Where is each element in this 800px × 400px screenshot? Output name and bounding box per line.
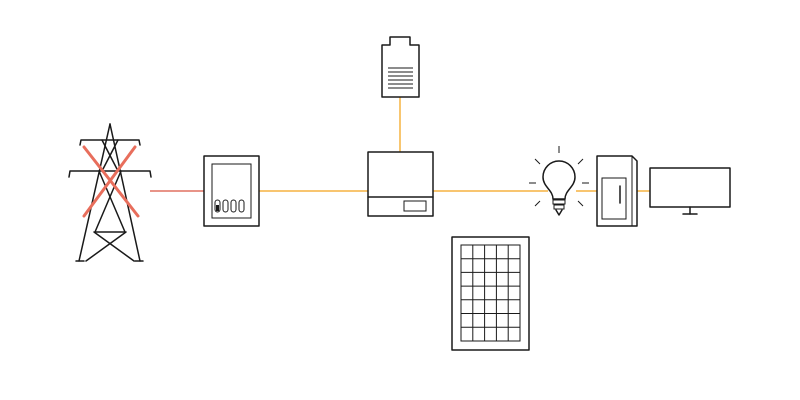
monitor-icon	[649, 167, 731, 215]
connections	[150, 97, 650, 192]
fridge-icon	[596, 155, 638, 227]
lightbulb-icon	[529, 146, 589, 216]
inverter-icon	[367, 151, 434, 217]
battery-icon	[381, 36, 420, 98]
meter-icon	[203, 155, 260, 227]
solar-panel-icon	[451, 236, 530, 351]
power-tower-icon	[68, 123, 152, 262]
disconnected-cross-icon	[82, 145, 140, 218]
